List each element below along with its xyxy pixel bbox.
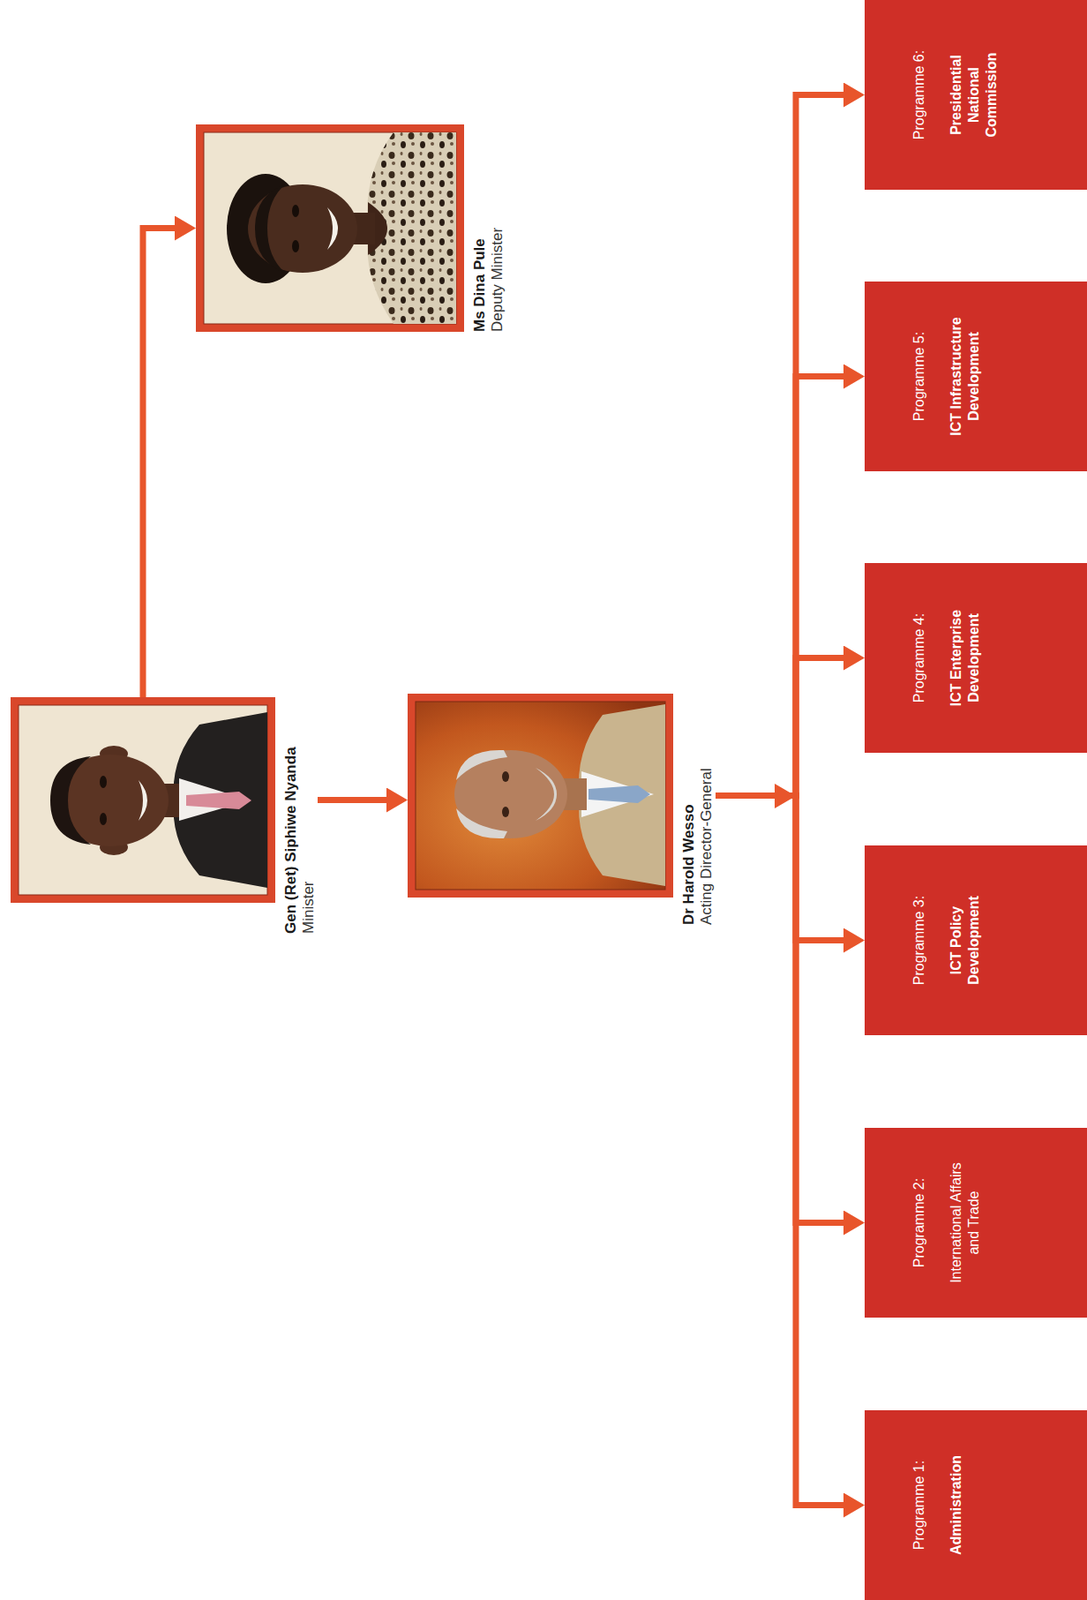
connector-arrow <box>715 95 855 796</box>
connector-arrow <box>317 796 398 803</box>
person-name: Dr Harold Wesso <box>680 693 698 925</box>
connector-arrow <box>142 228 186 698</box>
programme-number: Programme 5: <box>910 307 929 445</box>
programme-name: ICT Infrastructure Development <box>947 307 983 445</box>
director-general-photo <box>407 693 674 898</box>
connector-arrow <box>715 376 855 796</box>
minister-photo <box>10 697 276 903</box>
programme-name: Administration <box>947 1436 966 1574</box>
connector-arrow <box>715 658 855 796</box>
programme-name: International Affairs and Trade <box>947 1154 983 1291</box>
deputy-minister-photo <box>195 124 465 332</box>
portrait-card: Gen (Ret) Siphiwe NyandaMinister <box>10 697 318 934</box>
portrait-card: Dr Harold WessoActing Director-General <box>407 693 716 925</box>
programme-box: Programme 4: ICT Enterprise Development <box>864 562 1087 753</box>
programme-name: ICT Policy Development <box>947 871 983 1009</box>
programme-name: ICT Enterprise Development <box>947 589 983 727</box>
programme-number: Programme 1: <box>910 1436 929 1574</box>
portrait-card: Ms Dina PuleDeputy Minister <box>195 124 507 332</box>
programme-number: Programme 6: <box>910 26 929 164</box>
programme-name: Presidential National Commission <box>947 26 1001 164</box>
connector-arrow <box>715 795 855 1223</box>
programme-box: Programme 6: Presidential National Commis… <box>864 0 1087 190</box>
connector-arrow <box>715 795 855 941</box>
connector-arrow <box>715 795 855 1506</box>
programme-box: Programme 3: ICT Policy Development <box>864 845 1087 1035</box>
programme-box: Programme 1: Administration <box>864 1409 1087 1600</box>
programme-number: Programme 2: <box>910 1154 929 1291</box>
programme-number: Programme 4: <box>910 589 929 727</box>
person-name: Gen (Ret) Siphiwe Nyanda <box>282 697 300 934</box>
programme-box: Programme 5: ICT Infrastructure Developme… <box>864 281 1087 472</box>
person-title: Minister <box>299 697 318 934</box>
person-title: Deputy Minister <box>488 124 507 332</box>
person-name: Ms Dina Pule <box>471 124 489 332</box>
programme-number: Programme 3: <box>910 871 929 1009</box>
programme-box: Programme 2: International Affairs and Tr… <box>864 1127 1087 1318</box>
person-title: Acting Director-General <box>697 693 716 925</box>
